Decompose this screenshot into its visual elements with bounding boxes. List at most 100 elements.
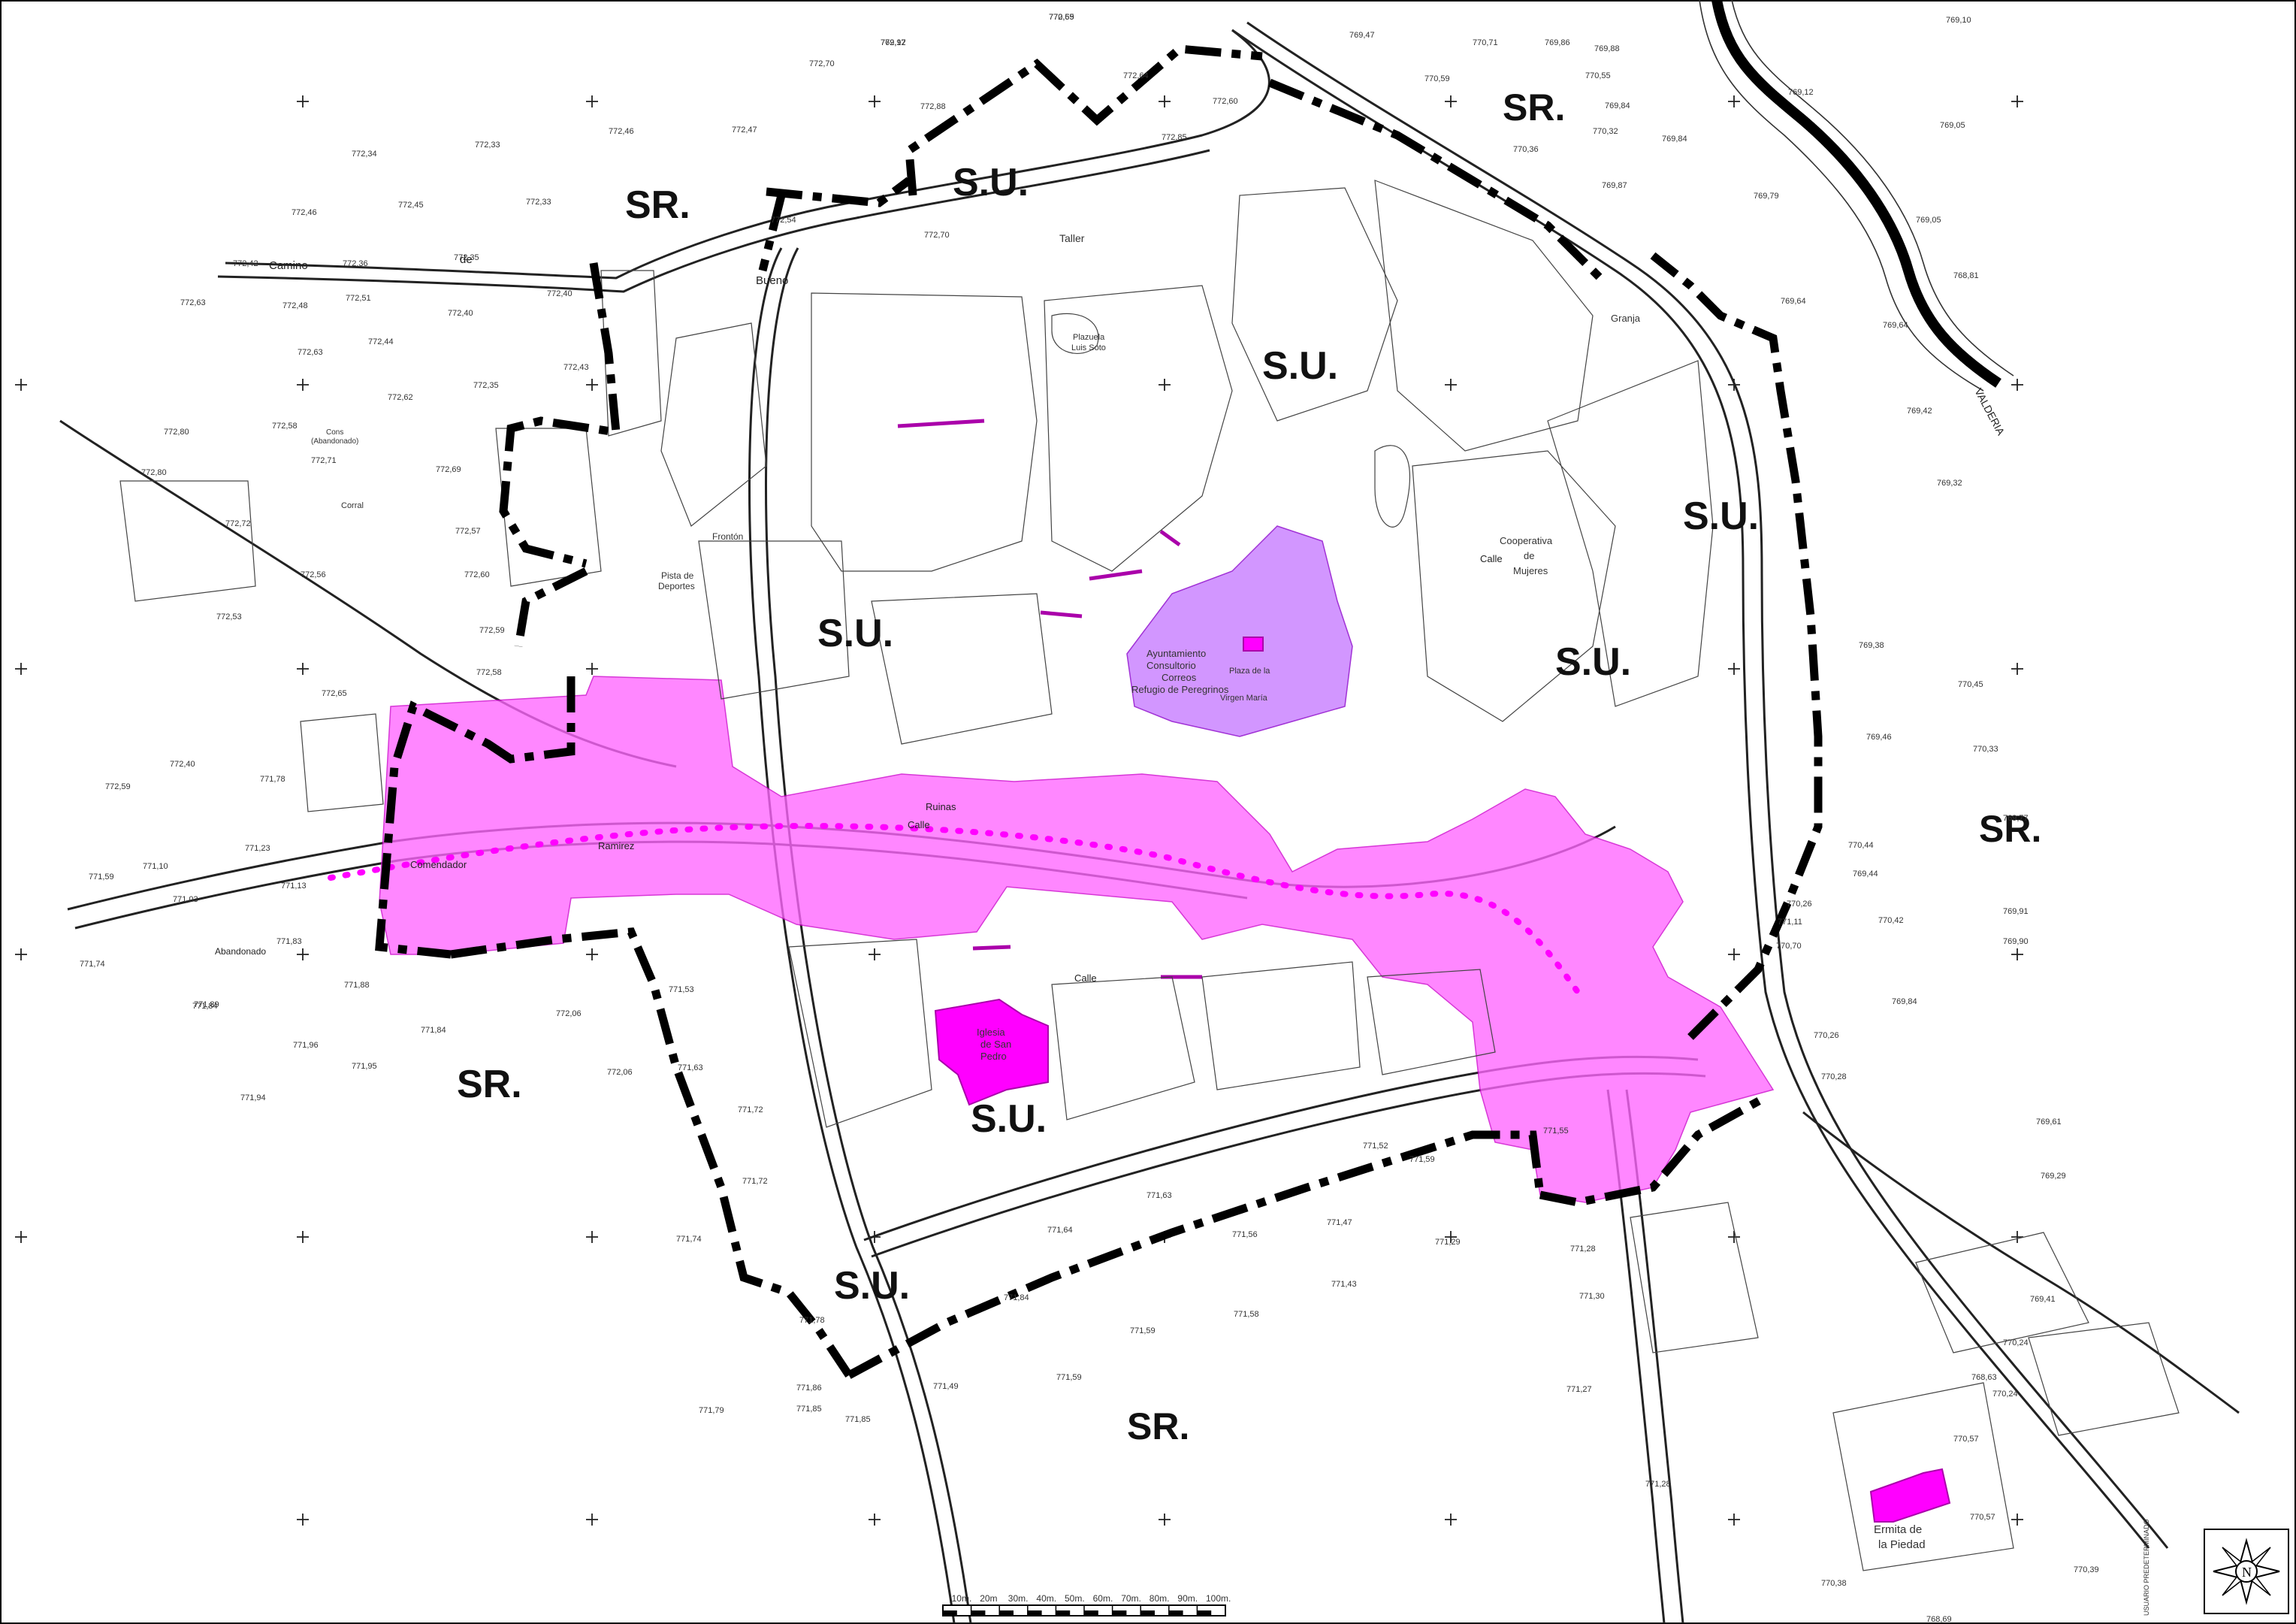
- elevation-label: 772,60: [464, 570, 490, 579]
- plazuela-label-1: Plazuela: [1073, 333, 1105, 342]
- elevation-label: 771,52: [1363, 1142, 1388, 1151]
- cons-abandonado-label-2: (Abandonado): [311, 437, 358, 446]
- elevation-label: 769,32: [1937, 479, 1962, 488]
- cons-abandonado-label-1: Cons: [326, 428, 343, 437]
- scale-label: 10m.: [952, 1593, 972, 1604]
- elevation-label: 771,85: [796, 1405, 822, 1414]
- elevation-label: 770,38: [1821, 1579, 1847, 1588]
- taller-label: Taller: [1059, 232, 1085, 244]
- zone-label: S.U.: [1683, 494, 1759, 538]
- zone-label: SR.: [1127, 1405, 1189, 1447]
- elevation-label: 772,71: [311, 456, 337, 465]
- elevation-label: 772,40: [547, 289, 572, 298]
- elevation-label: 771,11: [1778, 918, 1802, 927]
- street-label: Calle: [908, 819, 930, 830]
- street-label: de: [460, 253, 473, 266]
- elevation-label: 772,70: [924, 231, 950, 240]
- elevation-label: 771,74: [676, 1235, 702, 1244]
- cooperativa-label-2: de: [1524, 550, 1534, 561]
- elevation-label: 771,59: [89, 872, 114, 882]
- elevation-label: 772,70: [809, 59, 835, 68]
- elevation-label: 771,28: [1645, 1480, 1671, 1489]
- elevation-label: 772,33: [526, 198, 551, 207]
- zone-label: S.U.: [953, 161, 1029, 204]
- cooperativa-label-1: Cooperativa: [1500, 535, 1553, 546]
- river-valderia: [1711, 0, 2001, 388]
- elevation-label: 772,69: [1049, 13, 1074, 22]
- elevation-label: 772,35: [473, 381, 499, 390]
- elevation-label: 770,36: [1513, 145, 1539, 154]
- street-label: Ramirez: [598, 840, 634, 851]
- elevation-label: 769,47: [1349, 31, 1375, 40]
- elevation-label: 770,28: [1821, 1072, 1847, 1081]
- elevation-label: 770,59: [1424, 74, 1450, 83]
- street-label: Ruinas: [926, 801, 956, 812]
- protected-area: [328, 419, 1951, 1523]
- elevation-label: 770,42: [1878, 916, 1904, 925]
- elevation-label: 772,59: [479, 626, 505, 635]
- elevation-label: 771,94: [240, 1093, 266, 1102]
- elevation-label: 771,55: [1543, 1127, 1569, 1136]
- elevation-label: 769,12: [881, 38, 906, 47]
- zone-label: S.U.: [1555, 640, 1631, 684]
- elevation-label: 771,59: [1056, 1373, 1082, 1382]
- elevation-label: 772,06: [556, 1009, 582, 1018]
- scale-segment: [1084, 1610, 1098, 1616]
- elevation-label: 771,58: [1234, 1310, 1259, 1319]
- elevation-label: 772,40: [170, 760, 195, 769]
- cooperativa-label-3: Mujeres: [1513, 565, 1548, 576]
- elevation-label: 769,86: [1545, 38, 1570, 47]
- elevation-label: 772,80: [141, 468, 167, 477]
- elevation-label: 770,44: [1848, 841, 1874, 850]
- elevation-label: 771,72: [738, 1105, 763, 1114]
- elevation-label: 771,43: [1331, 1280, 1357, 1289]
- landmark-iglesia: Iglesia de San Pedro: [977, 1027, 1011, 1062]
- street-label: Comendador: [410, 859, 467, 870]
- elevation-label: 771,30: [1579, 1292, 1605, 1301]
- urban-blocks: [119, 180, 2180, 1571]
- compass-rose-icon: [2213, 1538, 2280, 1605]
- elevation-label: 771,23: [245, 844, 270, 853]
- elevation-label: 771,85: [845, 1415, 871, 1424]
- elevation-label: 772,51: [346, 294, 371, 303]
- elevation-label: 770,57: [1970, 1513, 1995, 1522]
- elevation-label: 769,44: [1853, 869, 1878, 879]
- landmark-ermita: Ermita de la Piedad: [1874, 1523, 1926, 1551]
- scale-segment: [971, 1610, 986, 1616]
- plaza-label-1: Plaza de la: [1229, 667, 1270, 676]
- elevation-label: 769,38: [1859, 641, 1884, 650]
- elevation-label: 772,65: [322, 689, 347, 698]
- street-label: Bueno: [756, 274, 788, 287]
- elevation-label: 771,86: [796, 1384, 822, 1393]
- elevation-label: 771,84: [1004, 1293, 1029, 1302]
- scale-segment: [1197, 1610, 1212, 1616]
- elevation-label: 772,72: [225, 519, 251, 528]
- elevation-label: 772,45: [398, 201, 424, 210]
- elevation-label: 772,06: [607, 1068, 633, 1077]
- iglesia-label-1: Iglesia: [977, 1027, 1005, 1038]
- corral-label: Corral: [341, 501, 364, 510]
- elevation-label: 768,69: [1926, 1615, 1952, 1624]
- elevation-label: 772,53: [216, 612, 242, 621]
- elevation-label: 772,62: [388, 393, 413, 402]
- plaza-label-2: Virgen María: [1220, 694, 1268, 703]
- elevation-label: 770,57: [1953, 1435, 1979, 1444]
- plazuela-label-2: Luis Soto: [1071, 343, 1106, 352]
- elevation-label: 769,12: [1788, 88, 1814, 97]
- elevation-label: 769,29: [2041, 1172, 2066, 1181]
- elevation-label: 770,70: [1776, 942, 1802, 951]
- elevation-label: 772,56: [301, 570, 326, 579]
- elevation-label: 770,32: [1593, 127, 1618, 136]
- elevation-label: 771,88: [344, 981, 370, 990]
- fronton-label: Frontón: [712, 531, 743, 542]
- zone-label: SR.: [1503, 86, 1565, 129]
- scale-segment: [999, 1610, 1014, 1616]
- elevation-label: 771,79: [699, 1406, 724, 1415]
- elevation-label: 771,89: [194, 1000, 219, 1009]
- ayuntamiento-label-1: Ayuntamiento: [1146, 648, 1206, 659]
- street-label: Calle: [1074, 972, 1097, 984]
- elevation-label: 771,59: [1130, 1326, 1156, 1335]
- elevation-label: 771,28: [1570, 1244, 1596, 1254]
- zone-label: SR.: [625, 183, 690, 227]
- elevation-label: 769,46: [1866, 733, 1892, 742]
